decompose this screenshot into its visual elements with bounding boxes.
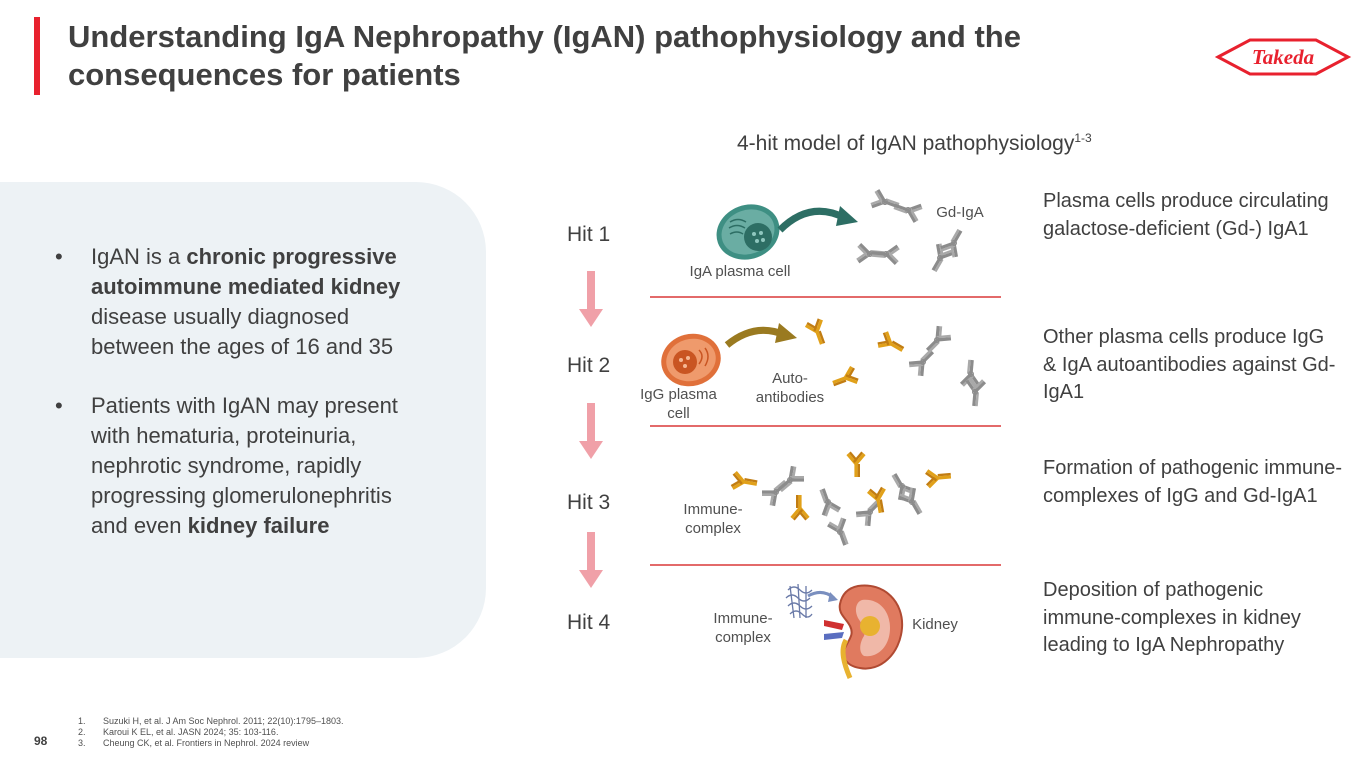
kidney-icon <box>824 584 904 679</box>
hit-2-description: Other plasma cells produce IgG & IgA aut… <box>1043 326 1336 403</box>
hit-2-label: Hit 2 <box>567 354 611 377</box>
iga-plasma-cell-icon <box>716 204 780 260</box>
antibody-icon <box>875 329 908 359</box>
immune-complex-icon <box>785 583 813 619</box>
immune-complex-label: Immune-complex <box>713 610 773 646</box>
summary-panel <box>0 182 486 658</box>
immune-complex-label: Immune-complex <box>683 501 743 537</box>
hit-1-description: Plasma cells produce circulating galacto… <box>1043 190 1329 240</box>
autoantibodies-label: Auto-antibodies <box>755 370 825 406</box>
antibody-icon <box>905 344 941 380</box>
down-arrow-icon <box>579 271 603 327</box>
hit-2-illustration <box>661 316 987 408</box>
antibody-icon <box>870 242 901 266</box>
kidney-label: Kidney <box>912 616 958 633</box>
antibody-icon <box>813 484 843 519</box>
hit-1-label: Hit 1 <box>567 223 611 246</box>
antibody-icon <box>825 515 855 550</box>
hit-4-label: Hit 4 <box>567 611 611 634</box>
hit-separator <box>650 296 1001 298</box>
antibody-icon <box>924 467 952 489</box>
down-arrow-icon <box>579 532 603 588</box>
diagram-title: 4-hit model of IgAN pathophysiology1-3 <box>737 131 1092 155</box>
iga-plasma-cell-label: IgA plasma cell <box>689 263 791 280</box>
title-accent-bar <box>34 17 40 95</box>
reference-item: 3.Cheung CK, et al. Frontiers in Nephrol… <box>78 738 310 748</box>
curved-arrow-icon <box>777 207 847 233</box>
gd-iga-label: Gd-IgA <box>936 204 984 221</box>
reference-item: 2.Karoui K EL, et al. JASN 2024; 35: 103… <box>78 727 279 737</box>
bullet-text-1: IgAN is a chronic progressive autoimmune… <box>91 244 401 359</box>
igg-plasma-cell-label: IgG plasma cell <box>640 386 717 422</box>
antibody-icon <box>919 322 955 358</box>
page-number: 98 <box>34 734 48 748</box>
references: 1.Suzuki H, et al. J Am Soc Nephrol. 201… <box>78 716 343 749</box>
hit-4-description: Deposition of pathogenic immune-complexe… <box>1043 579 1301 656</box>
antibody-icon <box>790 495 810 521</box>
hit-separator <box>650 425 1001 427</box>
hit-3-label: Hit 3 <box>567 491 611 514</box>
hit-3-description: Formation of pathogenic immune-complexes… <box>1043 457 1343 507</box>
antibody-icon <box>890 195 925 225</box>
hit-separator <box>650 564 1001 566</box>
antibody-icon <box>803 316 831 348</box>
svg-text:Takeda: Takeda <box>1252 45 1314 69</box>
igg-plasma-cell-icon <box>661 333 721 387</box>
down-arrow-icon <box>579 403 603 459</box>
antibody-icon <box>729 470 759 494</box>
bullet-text-2: Patients with IgAN may present with hema… <box>91 393 398 538</box>
hit-1-illustration <box>716 187 971 276</box>
bullet-dot: • <box>55 393 63 418</box>
hit-4-illustration <box>785 583 904 679</box>
antibody-icon <box>868 187 903 217</box>
takeda-logo: Takeda <box>1214 38 1352 76</box>
reference-item: 1.Suzuki H, et al. J Am Soc Nephrol. 201… <box>78 716 344 726</box>
bullet-dot: • <box>55 244 63 269</box>
antibody-icon <box>846 451 866 477</box>
page-title: Understanding IgA Nephropathy (IgAN) pat… <box>68 19 1021 92</box>
